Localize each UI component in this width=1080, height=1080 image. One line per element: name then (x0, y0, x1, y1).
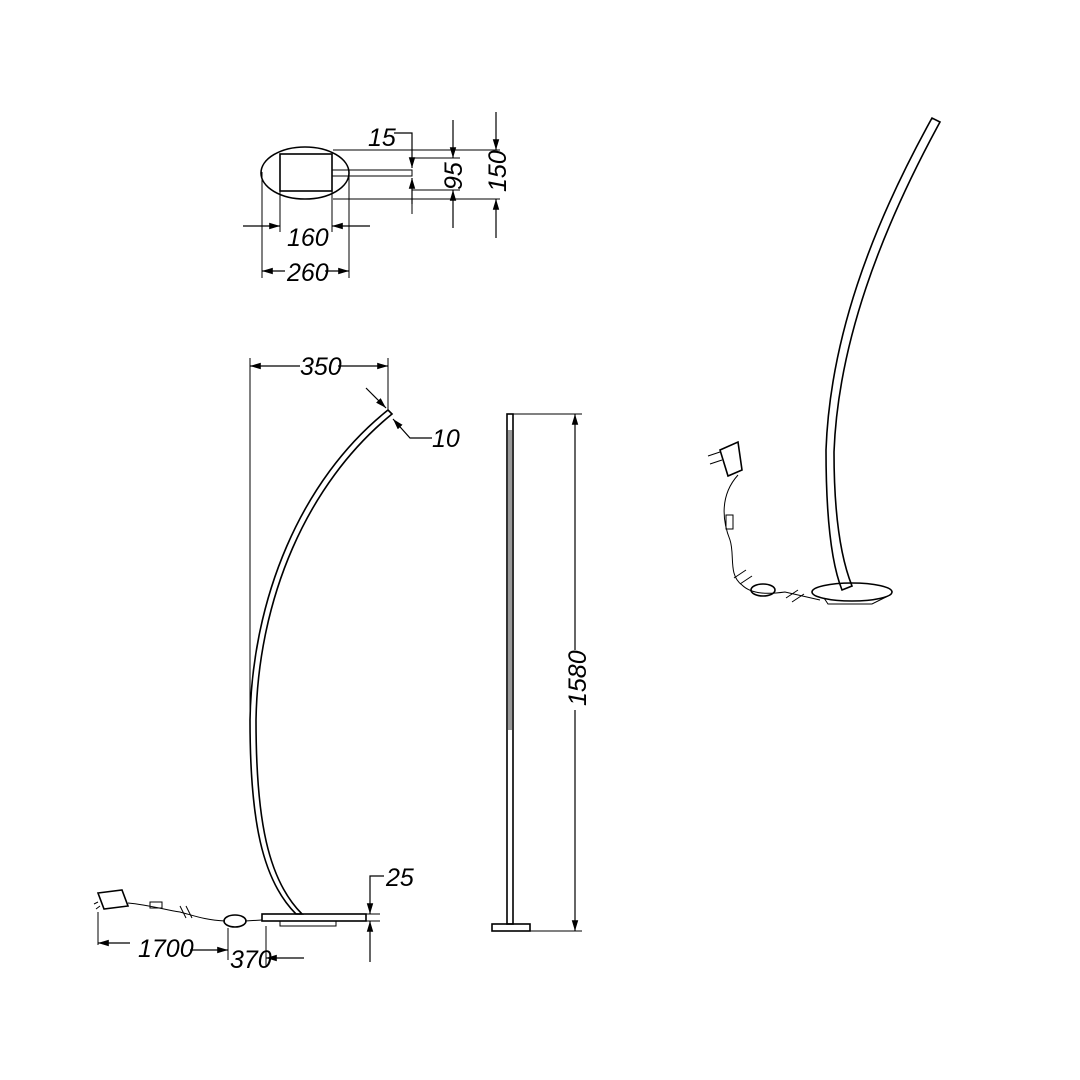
dim-150-label: 150 (484, 150, 512, 192)
cable-connector (149, 901, 163, 909)
perspective-view (707, 116, 942, 605)
perspective-cable (723, 474, 821, 601)
dim-260-label: 260 (286, 259, 329, 287)
side-view: 350 10 25 1700 370 (93, 353, 460, 974)
perspective-connector (725, 514, 734, 530)
perspective-base-edge (823, 595, 889, 605)
foot-switch (223, 914, 247, 928)
arm-top-view (331, 169, 413, 177)
base-plate (279, 920, 337, 927)
top-view: 15 95 150 160 260 (243, 112, 512, 287)
dim-25-label: 25 (385, 864, 414, 892)
front-view: 1580 (491, 413, 592, 932)
dim-350-label: 350 (300, 353, 342, 381)
dim-370-label: 370 (230, 946, 272, 974)
perspective-switch (750, 583, 776, 597)
lamp-base (261, 913, 367, 922)
perspective-base (811, 582, 893, 602)
dim-10-label: 10 (432, 425, 460, 453)
dim-15-label: 15 (368, 124, 396, 152)
dim-160-label: 160 (287, 224, 329, 252)
dim-95-label: 95 (440, 162, 468, 190)
led-strip (508, 430, 512, 730)
pillar-base (491, 923, 531, 932)
power-adapter (96, 889, 130, 910)
power-cable (127, 902, 263, 922)
perspective-arc (825, 116, 942, 592)
dim-1580-label: 1580 (564, 650, 592, 706)
lamp-arc (249, 408, 394, 915)
dim-1700-label: 1700 (138, 935, 194, 963)
perspective-adapter (719, 440, 743, 478)
base-plate-inner (279, 153, 333, 192)
